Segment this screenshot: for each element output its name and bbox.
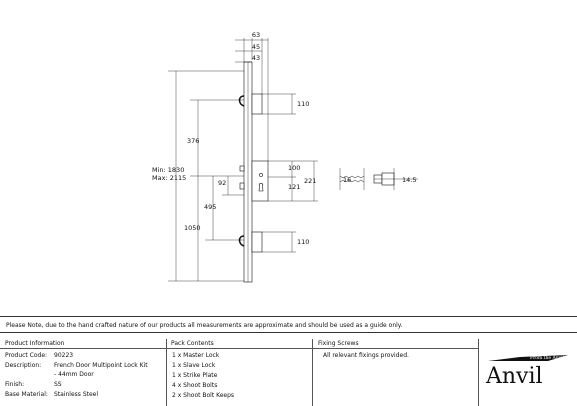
dim-376: 376 — [187, 137, 199, 145]
dim-495: 495 — [204, 203, 216, 211]
fixing-screws-heading: Fixing Screws — [318, 340, 359, 347]
lock-case — [251, 160, 269, 202]
heading-rule — [313, 348, 478, 349]
latch — [239, 165, 245, 172]
column-divider — [478, 339, 479, 406]
dim-min: Min: 1830 — [152, 166, 184, 174]
dim-screw-16: 16 — [343, 176, 351, 184]
follower — [259, 173, 263, 177]
dim-100: 100 — [288, 164, 300, 172]
lower-hook-bolt-case — [251, 231, 263, 253]
finish-value: SS — [54, 381, 62, 388]
base-material-value: Stainless Steel — [54, 391, 99, 398]
dim-screw-14-5: 14.5 — [402, 176, 416, 184]
heading-rule — [167, 348, 312, 349]
dim-1050: 1050 — [184, 224, 201, 232]
list-item: 1 x Master Lock — [172, 352, 220, 359]
finish-label: Finish: — [5, 381, 25, 388]
logo-wordmark: Anvil — [485, 364, 543, 389]
dim-121: 121 — [288, 183, 300, 191]
list-item: 1 x Slave Lock — [172, 362, 216, 369]
list-item: 2 x Shoot Bolt Keeps — [172, 392, 235, 399]
dim-45: 45 — [252, 43, 260, 51]
description-value-cont: - 44mm Door — [54, 371, 94, 378]
product-info-heading: Product Information — [5, 340, 65, 347]
fixing-screws-note: All relevant fixings provided. — [323, 352, 409, 359]
dim-221: 221 — [304, 177, 316, 185]
anvil-icon: From the Anvil Anvil — [485, 355, 568, 389]
dim-upper-110: 110 — [297, 100, 309, 108]
list-item: 1 x Strike Plate — [172, 372, 218, 379]
list-item: 4 x Shoot Bolts — [172, 382, 218, 389]
product-code-label: Product Code: — [5, 352, 48, 359]
product-code-value: 90223 — [54, 352, 74, 359]
lower-hook — [238, 235, 245, 247]
logo-tagline: From the Anvil — [530, 355, 565, 361]
disclaimer-note: Please Note, due to the hand crafted nat… — [0, 316, 577, 333]
screw-thread — [339, 175, 365, 183]
description-value: French Door Multipoint Lock Kit — [54, 362, 148, 369]
dim-max: Max: 2115 — [152, 174, 186, 182]
deadbolt — [239, 182, 245, 190]
base-material-label: Base Material: — [5, 391, 48, 398]
dim-63: 63 — [252, 31, 260, 39]
description-label: Description: — [5, 362, 42, 369]
dim-43: 43 — [252, 54, 260, 62]
heading-rule — [0, 348, 166, 349]
dim-lower-110: 110 — [297, 238, 309, 246]
upper-hook-bolt-case — [251, 93, 263, 115]
pack-contents-heading: Pack Contents — [171, 340, 214, 347]
keyhole — [258, 182, 264, 192]
anvil-logo: From the Anvil Anvil — [484, 351, 572, 401]
upper-hook — [238, 95, 245, 107]
column-divider — [166, 339, 167, 406]
dim-92: 92 — [218, 179, 226, 187]
column-divider — [312, 339, 313, 406]
